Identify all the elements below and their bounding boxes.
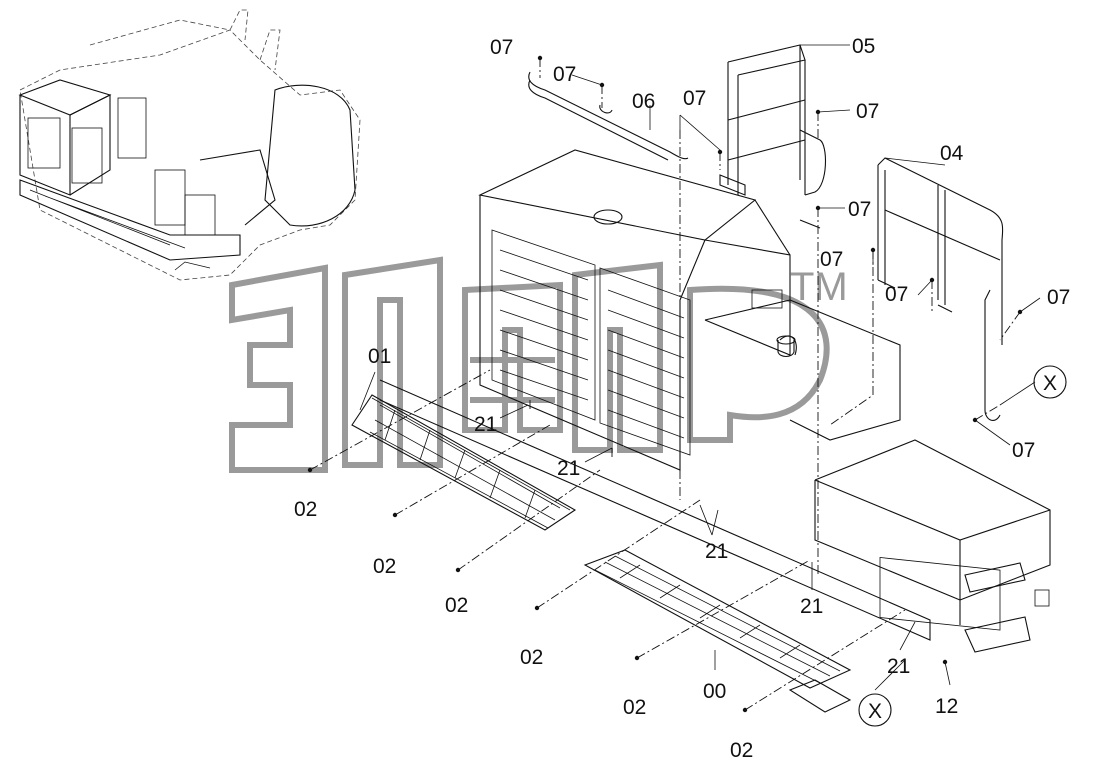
handrail-04 (877, 157, 1004, 421)
callout-00: 00 (703, 680, 726, 703)
machine-overview-thumbnail (18, 9, 361, 281)
step-00 (583, 549, 852, 713)
callout-07-h: 07 (1047, 286, 1070, 309)
watermark-logo: TM (229, 256, 848, 473)
assembly-lines (309, 58, 1021, 711)
callout-07-c: 07 (683, 87, 706, 110)
watermark-tm: TM (790, 265, 848, 309)
callout-12: 12 (935, 695, 958, 718)
callout-labels: 05 04 06 07 07 07 07 07 07 07 07 07 01 0… (294, 35, 1070, 762)
detail-marker-x-bottom: X (858, 693, 892, 727)
callout-02-e: 02 (623, 696, 646, 719)
rail-06 (528, 71, 689, 161)
callout-07-b: 07 (553, 63, 576, 86)
callout-02-a: 02 (294, 498, 317, 521)
callout-02-b: 02 (373, 555, 396, 578)
callout-02-c: 02 (445, 594, 468, 617)
callout-04: 04 (940, 142, 964, 165)
callout-02-f: 02 (730, 739, 753, 762)
detail-marker-x-top-label: X (1043, 372, 1057, 395)
callout-21-c: 21 (705, 540, 728, 563)
callout-05: 05 (852, 35, 875, 58)
engine-enclosure (478, 149, 901, 471)
leader-lines (307, 44, 1041, 713)
callout-07-g: 07 (885, 283, 908, 306)
step-01 (351, 394, 577, 531)
main-frame (379, 379, 1051, 653)
callout-01: 01 (368, 345, 391, 368)
callout-07-i: 07 (1012, 439, 1035, 462)
callout-06: 06 (632, 90, 655, 113)
callout-21-d: 21 (800, 595, 823, 618)
callout-07-e: 07 (848, 198, 871, 221)
callout-07-a: 07 (490, 36, 513, 59)
callout-21-a: 21 (474, 413, 497, 436)
callout-07-d: 07 (856, 100, 879, 123)
callout-07-f: 07 (820, 248, 843, 271)
callout-02-d: 02 (520, 646, 543, 669)
detail-marker-x-top: X (1033, 365, 1067, 399)
detail-marker-x-bottom-label: X (868, 700, 882, 723)
callout-21-e: 21 (887, 655, 910, 678)
handrail-05 (719, 44, 827, 229)
callout-21-b: 21 (557, 457, 580, 480)
